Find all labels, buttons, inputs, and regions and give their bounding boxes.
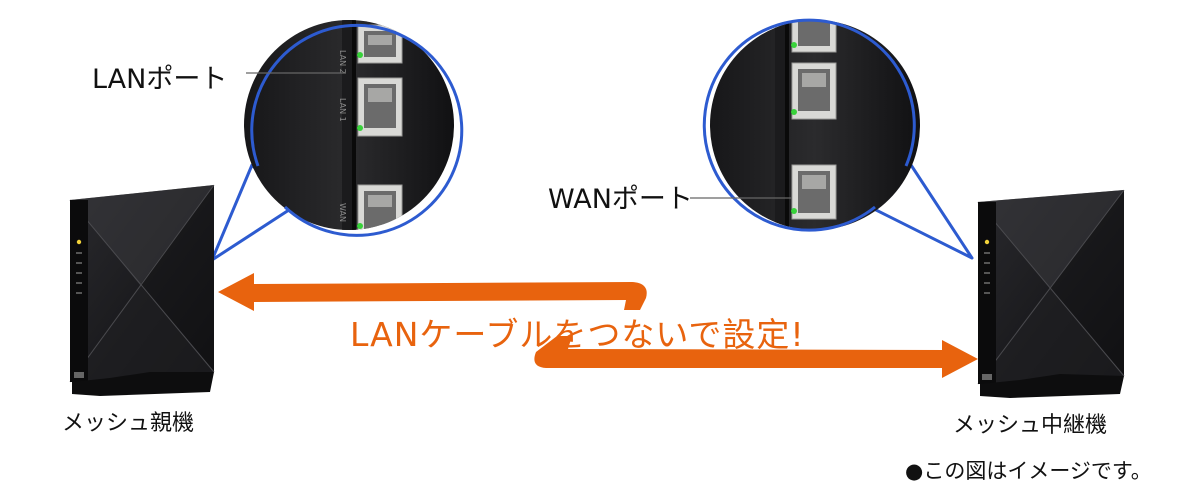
lan-cable-arrow bbox=[218, 273, 978, 378]
mesh-parent-router bbox=[69, 184, 215, 396]
router-stand bbox=[72, 372, 214, 396]
parent-router-label: メッシュ親機 bbox=[62, 411, 195, 436]
brand-badge bbox=[74, 372, 84, 378]
lan-callout-border bbox=[250, 23, 464, 237]
wan-callout bbox=[690, 18, 974, 260]
lan-callout: LAN 2 LAN 1 WAN bbox=[210, 20, 464, 262]
repeater-stand bbox=[980, 374, 1124, 398]
arrow-head-right bbox=[942, 340, 978, 378]
right-wan-port bbox=[791, 164, 837, 220]
repeater-router-label: メッシュ中継機 bbox=[953, 413, 1108, 438]
lan1-port bbox=[357, 77, 403, 137]
arrow-shaft-upper bbox=[252, 282, 647, 310]
lan-closeup-photo: LAN 2 LAN 1 WAN bbox=[244, 20, 454, 230]
arrow-head-left bbox=[218, 273, 254, 311]
port-marking-lan2: LAN 2 bbox=[338, 50, 347, 74]
right-lan1-port bbox=[791, 62, 837, 120]
status-led bbox=[76, 239, 82, 245]
mesh-repeater-router bbox=[977, 189, 1125, 398]
lan-port-label: LANポート bbox=[92, 64, 228, 95]
lan2-port bbox=[357, 24, 403, 64]
power-jack bbox=[802, 232, 818, 248]
wan-callout-border bbox=[702, 18, 916, 232]
wan-closeup-photo bbox=[710, 20, 920, 248]
port-marking-wan: WAN bbox=[338, 203, 347, 222]
right-lan2-port bbox=[791, 20, 837, 53]
port-marking-lan1: LAN 1 bbox=[338, 98, 347, 122]
cable-instruction-text: LANケーブルをつないで設定! bbox=[350, 315, 805, 354]
image-disclaimer-note: ●この図はイメージです。 bbox=[905, 459, 1152, 483]
arrow-shaft-lower bbox=[534, 336, 944, 368]
wan-port-label: WANポート bbox=[548, 184, 693, 215]
